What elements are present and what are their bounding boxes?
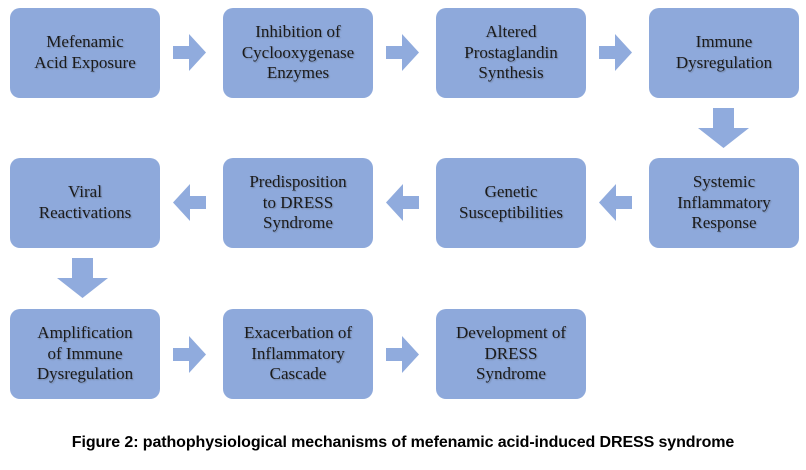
- node-viral-reactivations: Viral Reactivations: [10, 158, 160, 248]
- node-mefenamic-acid-exposure: Mefenamic Acid Exposure: [10, 8, 160, 98]
- arrow-right-icon: [173, 34, 206, 71]
- arrow-left-icon: [386, 184, 419, 221]
- arrow-right-icon: [599, 34, 632, 71]
- arrow-down-icon: [57, 258, 108, 298]
- node-altered-prostaglandin-synthesis: Altered Prostaglandin Synthesis: [436, 8, 586, 98]
- arrow-right-icon: [386, 336, 419, 373]
- node-development-of-dress-syndrome: Development of DRESS Syndrome: [436, 309, 586, 399]
- node-exacerbation-of-inflammatory-cascade: Exacerbation of Inflammatory Cascade: [223, 309, 373, 399]
- arrow-left-icon: [599, 184, 632, 221]
- arrow-right-icon: [173, 336, 206, 373]
- node-systemic-inflammatory-response: Systemic Inflammatory Response: [649, 158, 799, 248]
- arrow-right-icon: [386, 34, 419, 71]
- node-immune-dysregulation: Immune Dysregulation: [649, 8, 799, 98]
- arrow-left-icon: [173, 184, 206, 221]
- figure-caption: Figure 2: pathophysiological mechanisms …: [71, 434, 735, 451]
- node-predisposition-to-dress-syndrome: Predisposition to DRESS Syndrome: [223, 158, 373, 248]
- node-genetic-susceptibilities: Genetic Susceptibilities: [436, 158, 586, 248]
- arrow-down-icon: [698, 108, 749, 148]
- node-inhibition-of-cyclooxygenase-enzymes: Inhibition of Cyclooxygenase Enzymes: [223, 8, 373, 98]
- node-amplification-of-immune-dysregulation: Amplification of Immune Dysregulation: [10, 309, 160, 399]
